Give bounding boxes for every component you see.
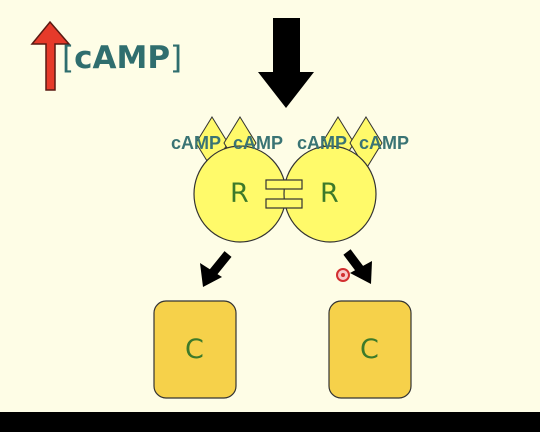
catalytic-label: C [360,334,379,365]
camp-site-label: cAMP [297,133,348,153]
camp-site-label: cAMP [233,133,284,153]
binding-arrow-icon [258,18,314,108]
release-arrow-right-icon [343,249,372,284]
release-arrow-left-icon [200,251,232,287]
bottom-bar [0,412,540,432]
regulatory-label: R [230,178,249,209]
regulatory-label: R [320,178,339,209]
increase-arrow-icon [30,20,71,91]
dimer-linker [265,179,303,209]
cursor-pointer-icon [336,268,350,282]
catalytic-subunit-left [153,300,237,399]
camp-site-label: cAMP [359,133,410,153]
camp-concentration-label: [cAMP] [62,40,183,76]
catalytic-label: C [185,334,204,365]
camp-site-label: cAMP [171,133,222,153]
regulatory-subunit-right [283,145,377,243]
catalytic-subunit-right [328,300,412,399]
